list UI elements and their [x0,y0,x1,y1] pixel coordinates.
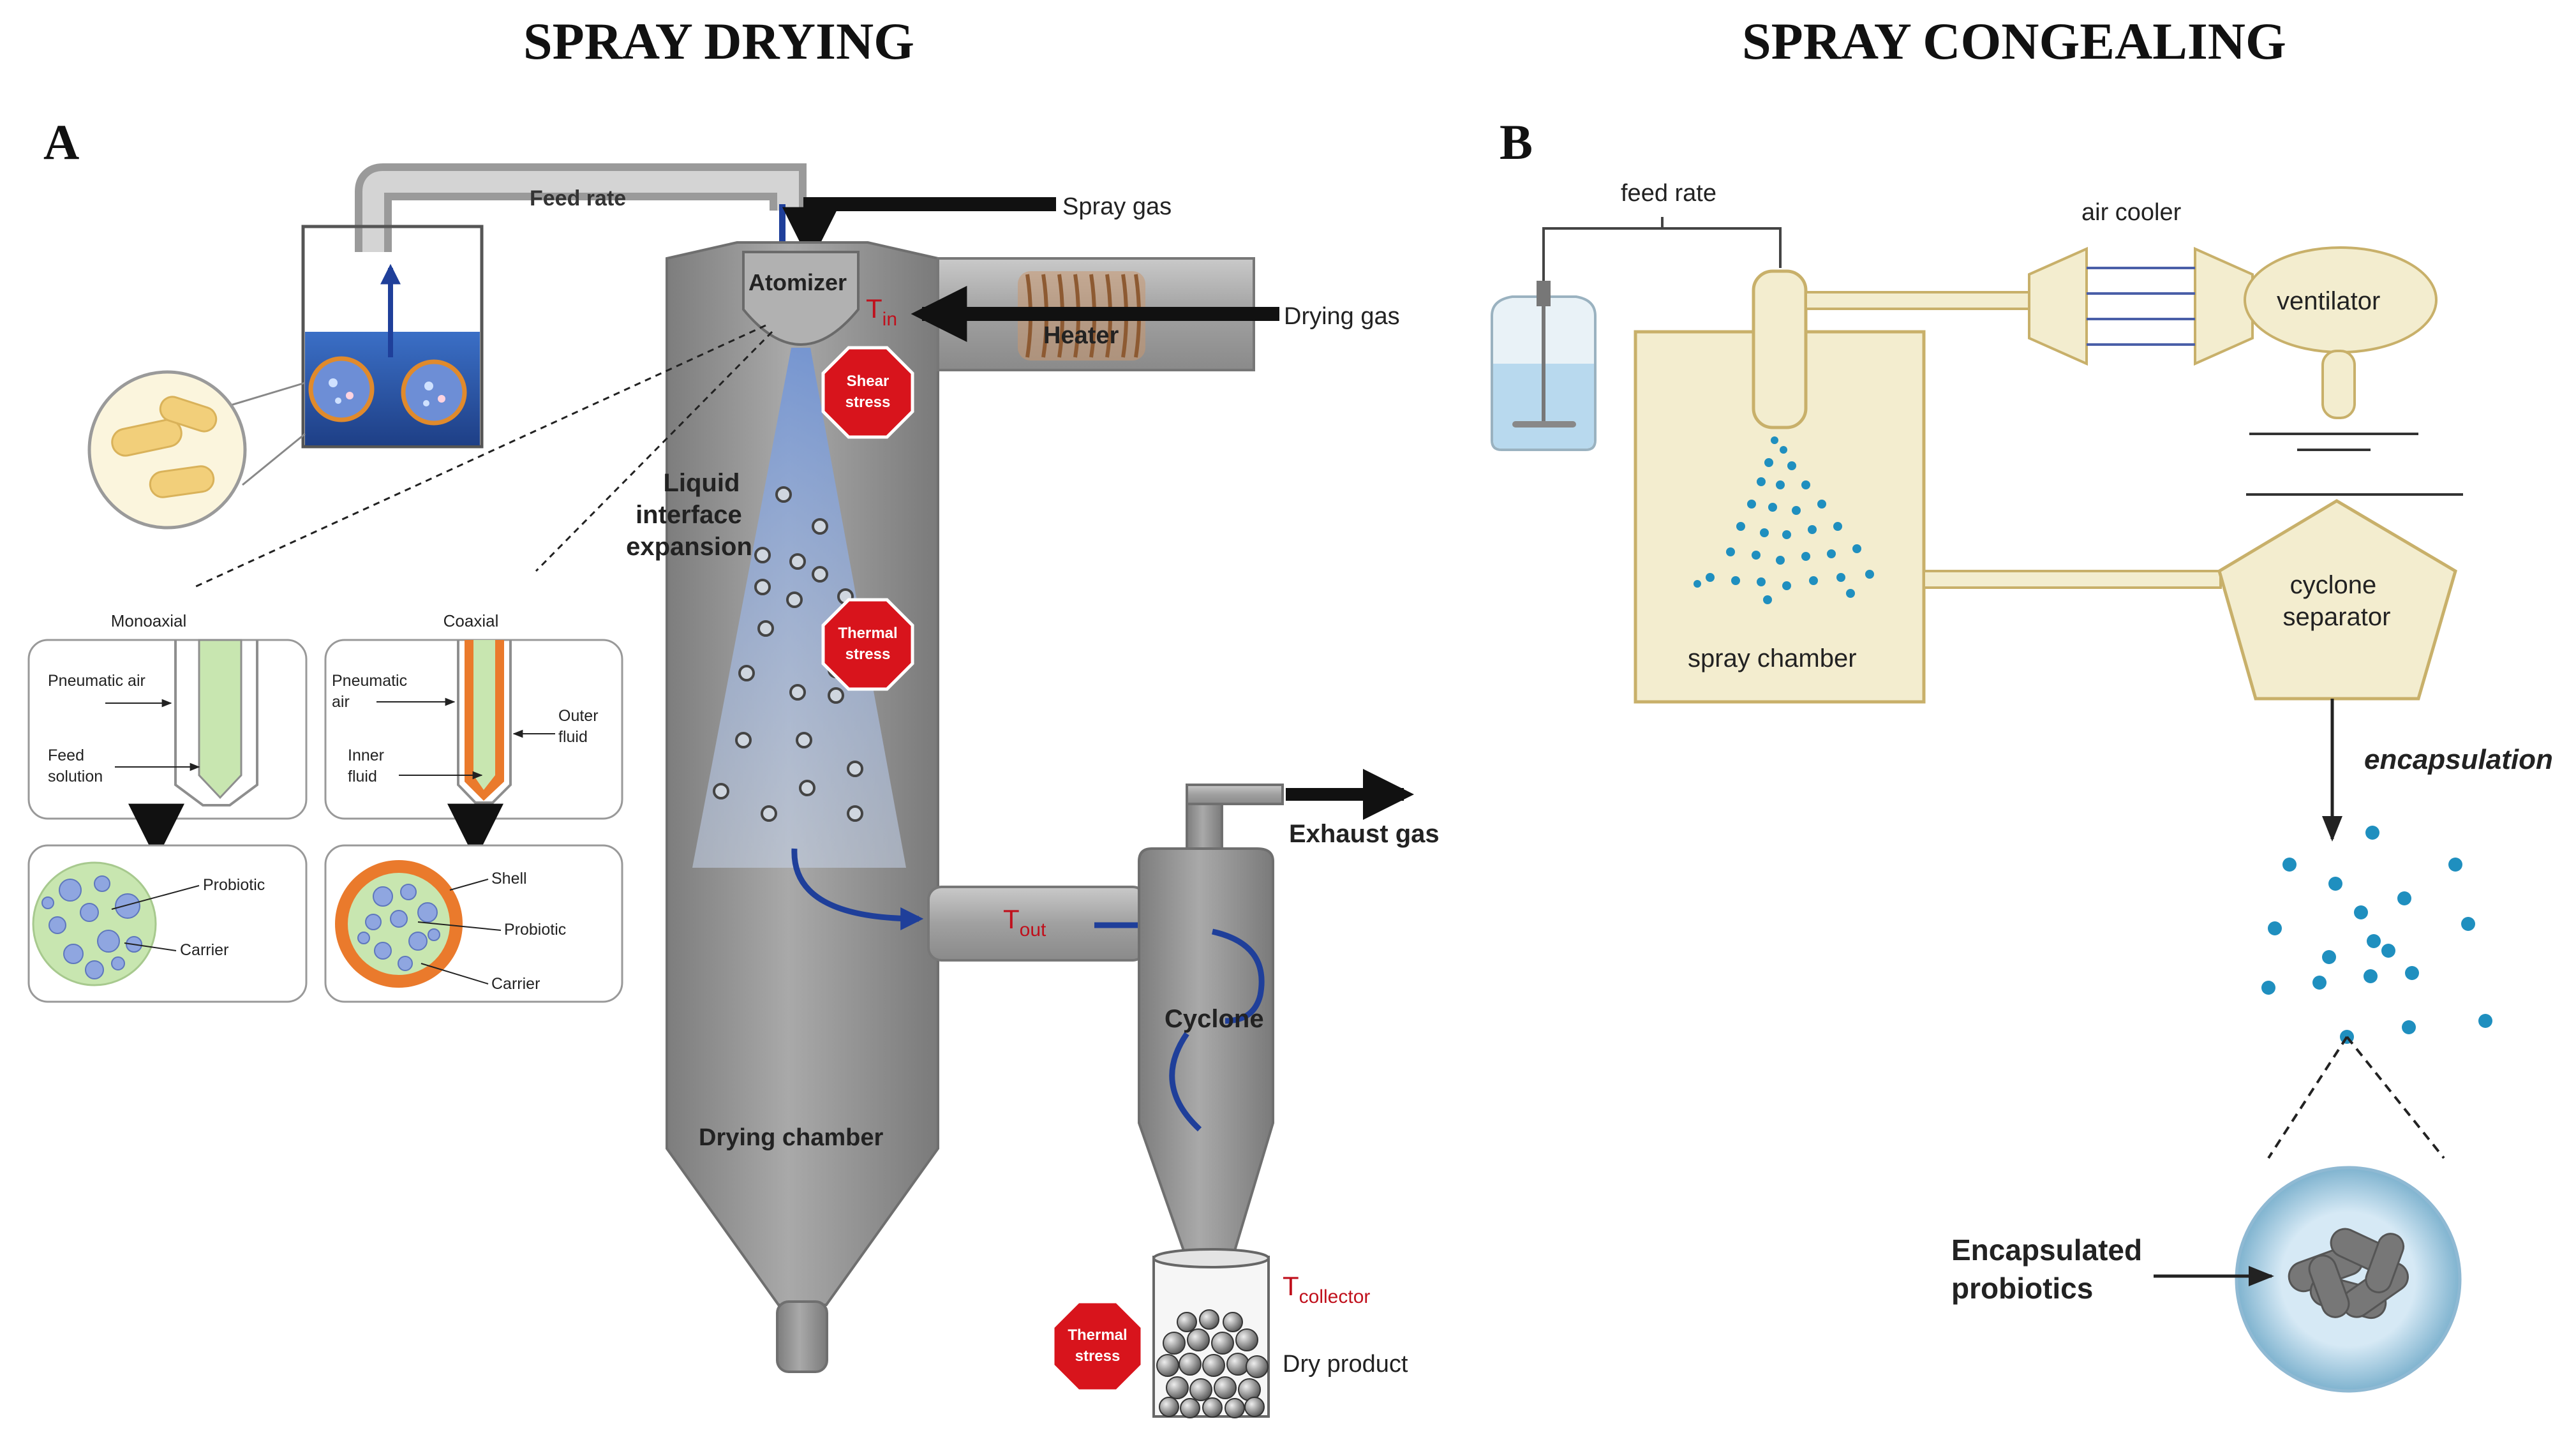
svg-text:Thermal: Thermal [838,625,897,642]
encapsulated-probiotic-bead [2235,1166,2462,1393]
spray-gas-arrow [782,197,1056,264]
drying-gas-label: Drying gas [1284,303,1400,330]
t-collector-label: Tcollector [1283,1271,1370,1307]
ventilator-label: ventilator [2277,287,2380,315]
encapsulated-particles [2261,826,2492,1044]
spray-gas-label: Spray gas [1062,193,1172,220]
atomizer [742,251,860,346]
cyclone [1138,784,1284,1252]
air-cooler-label: air cooler [2081,199,2182,226]
svg-text:Monoaxial: Monoaxial [111,611,187,630]
ventilator [2244,246,2463,496]
svg-text:fluid: fluid [348,768,377,785]
svg-text:air: air [332,693,350,711]
thermal-stress-sign-chamber: Thermal stress [821,598,914,691]
encapsulated-probiotics-label: Encapsulated probiotics [1951,1233,2150,1305]
svg-text:stress: stress [845,394,891,411]
svg-text:Inner: Inner [348,747,384,764]
svg-text:solution: solution [48,768,103,785]
congealing-feed-rate-label: feed rate [1621,180,1716,207]
exhaust-gas-label: Exhaust gas [1289,820,1440,848]
panel-label-b: B [1500,114,1533,170]
svg-text:fluid: fluid [558,728,588,746]
congealing-spray-droplets [1694,436,1874,604]
svg-text:Feed: Feed [48,747,84,764]
svg-text:stress: stress [845,646,891,663]
dry-product-label: Dry product [1283,1351,1408,1378]
dry-product-particles [1156,1309,1269,1418]
cyclone-separator [2217,499,2457,701]
thermal-stress-sign-collector: Thermal stress [1051,1300,1144,1393]
spray-drying-title: SPRAY DRYING [523,12,914,70]
cyclone-label: Cyclone [1165,1005,1264,1033]
congealing-feed-vessel [1491,281,1597,451]
drying-chamber-label: Drying chamber [699,1124,884,1151]
air-cooler [2028,246,2254,366]
t-out-label: Tout [1003,904,1046,940]
svg-text:Thermal: Thermal [1068,1327,1127,1344]
liquid-interface-label: Liquid interface expansion [626,469,752,561]
svg-text:Pneumatic: Pneumatic [332,672,407,690]
svg-text:Carrier: Carrier [491,975,540,993]
coaxial-particle-inset: Shell Probiotic Carrier [324,844,623,1003]
svg-text:Pneumatic air: Pneumatic air [48,672,145,690]
spray-congealing-title: SPRAY CONGEALING [1742,12,2286,70]
cyclone-separator-label: cyclone separator [2283,571,2391,631]
spray-chamber-label: spray chamber [1688,644,1857,673]
svg-text:Shear: Shear [847,373,890,390]
monoaxial-nozzle-inset: Monoaxial Pneumatic air Feed solution [27,611,308,820]
svg-text:Outer: Outer [558,707,599,725]
encapsulation-label: encapsulation [2364,744,2553,775]
congealing-nozzle [1752,269,1808,429]
shear-stress-sign: Shear stress [821,346,914,439]
svg-text:stress: stress [1075,1348,1120,1365]
svg-text:Probiotic: Probiotic [504,921,566,939]
svg-text:Shell: Shell [491,870,527,888]
probiotic-zoom-circle [87,370,247,530]
monoaxial-particle-inset: Probiotic Carrier [27,844,308,1003]
svg-text:Carrier: Carrier [180,941,228,959]
feed-beaker [301,225,484,449]
t-in-label: Tin [866,294,897,330]
panel-label-a: A [43,114,80,170]
coaxial-nozzle-inset: Coaxial Pneumatic air Inner fluid Outer … [324,611,623,820]
svg-text:Coaxial: Coaxial [443,611,499,630]
svg-text:Probiotic: Probiotic [203,876,265,894]
atomizer-label: Atomizer [748,269,847,295]
heater-label: Heater [1043,322,1119,349]
feed-rate-label: Feed rate [530,186,626,211]
